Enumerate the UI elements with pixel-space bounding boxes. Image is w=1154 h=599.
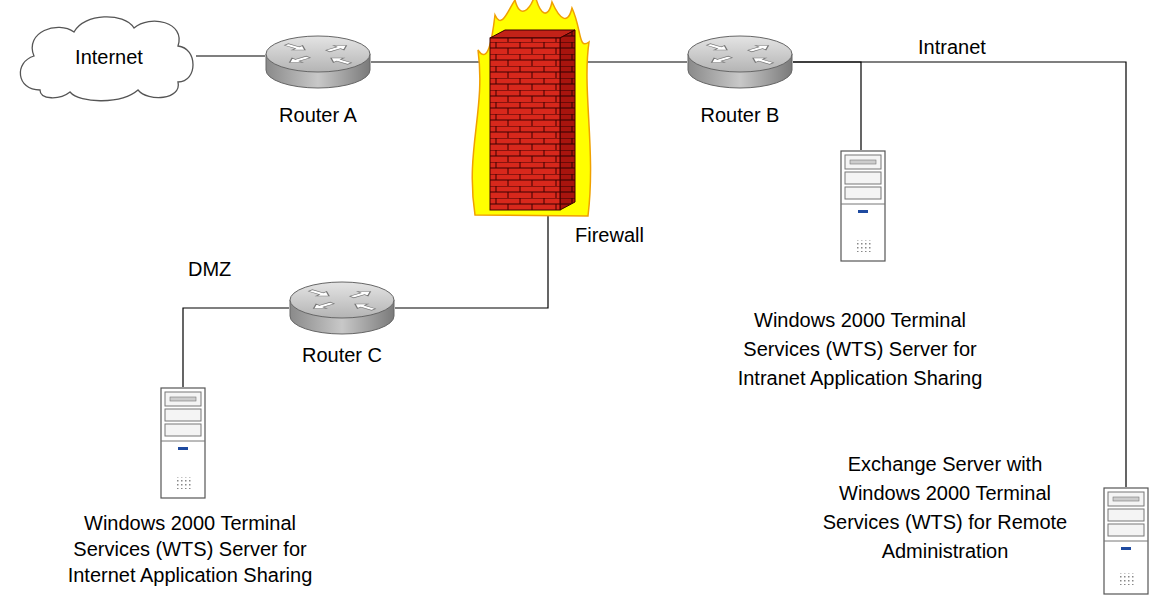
- server-grille: [175, 477, 191, 489]
- server-led: [178, 447, 188, 450]
- network-link: [395, 210, 548, 308]
- network-link: [793, 62, 861, 150]
- router-arrow: [323, 43, 352, 53]
- router-arrow: [703, 42, 732, 52]
- network-label: DMZ: [188, 258, 231, 280]
- node-caption: Firewall: [575, 221, 665, 250]
- server-seam: [841, 204, 885, 205]
- network-link: [196, 55, 265, 56]
- server-seam: [161, 441, 205, 442]
- router-arrow: [305, 288, 334, 298]
- firewall-flames: [472, 0, 590, 216]
- firewall: Firewall: [480, 0, 670, 252]
- server-icon: [1103, 487, 1149, 595]
- router-arrow: [347, 289, 376, 299]
- firewall-icon: [490, 30, 575, 210]
- server: Windows 2000 Terminal Services (WTS) Ser…: [725, 150, 995, 400]
- server-slot: [850, 160, 876, 164]
- network-link: [183, 308, 289, 387]
- server: Exchange Server with Windows 2000 Termin…: [810, 450, 1154, 598]
- server-icon: [840, 150, 886, 262]
- network-label: Intranet: [918, 36, 986, 58]
- router-arrow: [281, 42, 310, 52]
- server-led: [1121, 547, 1131, 550]
- server-bay: [1108, 492, 1144, 506]
- router-icon: [265, 34, 371, 90]
- router-top: [266, 36, 370, 72]
- server-bay: [1108, 524, 1144, 536]
- router-icon: [687, 34, 793, 90]
- router-arrow: [285, 55, 314, 65]
- router-arrow: [707, 55, 736, 65]
- server-bay: [165, 409, 201, 421]
- server-bay: [845, 172, 881, 184]
- server-case: [841, 151, 885, 261]
- wall-side: [560, 30, 575, 210]
- server-case: [1104, 488, 1148, 594]
- node-caption: Exchange Server with Windows 2000 Termin…: [810, 450, 1080, 566]
- server-bay: [845, 187, 881, 199]
- server-grille: [855, 240, 871, 252]
- router: Router A: [265, 34, 371, 132]
- node-caption: Windows 2000 Terminal Services (WTS) Ser…: [55, 510, 325, 588]
- network-link: [371, 61, 490, 62]
- server-bay: [165, 392, 201, 406]
- server-case: [161, 388, 205, 498]
- router-top: [688, 36, 792, 72]
- server-bay: [165, 424, 201, 436]
- router-arrow: [326, 56, 355, 66]
- router-arrow: [748, 56, 777, 66]
- router-arrow: [309, 301, 338, 311]
- server: Windows 2000 Terminal Services (WTS) Ser…: [55, 387, 325, 597]
- server-bay: [845, 155, 881, 169]
- router-top: [290, 282, 394, 318]
- server-led: [858, 210, 868, 213]
- node-caption: Router B: [687, 101, 793, 130]
- node-caption: Windows 2000 Terminal Services (WTS) Ser…: [725, 306, 995, 393]
- router-icon: [289, 280, 395, 336]
- router-arrow: [350, 302, 379, 312]
- server-grille: [1118, 573, 1134, 585]
- network-link: [793, 62, 1126, 487]
- network-cloud: Internet: [10, 10, 196, 102]
- server-icon: [160, 387, 206, 499]
- node-caption: Router A: [265, 101, 371, 130]
- server-slot: [170, 397, 196, 401]
- server-slot: [1113, 497, 1139, 501]
- server-bay: [1108, 509, 1144, 521]
- network-link: [575, 61, 687, 62]
- router: Router C: [289, 280, 395, 372]
- server-seam: [1104, 541, 1148, 542]
- node-caption: Internet: [16, 43, 202, 72]
- router-arrow: [745, 43, 774, 53]
- node-caption: Router C: [289, 341, 395, 370]
- brick-wall: [490, 38, 560, 210]
- router: Router B: [687, 34, 793, 132]
